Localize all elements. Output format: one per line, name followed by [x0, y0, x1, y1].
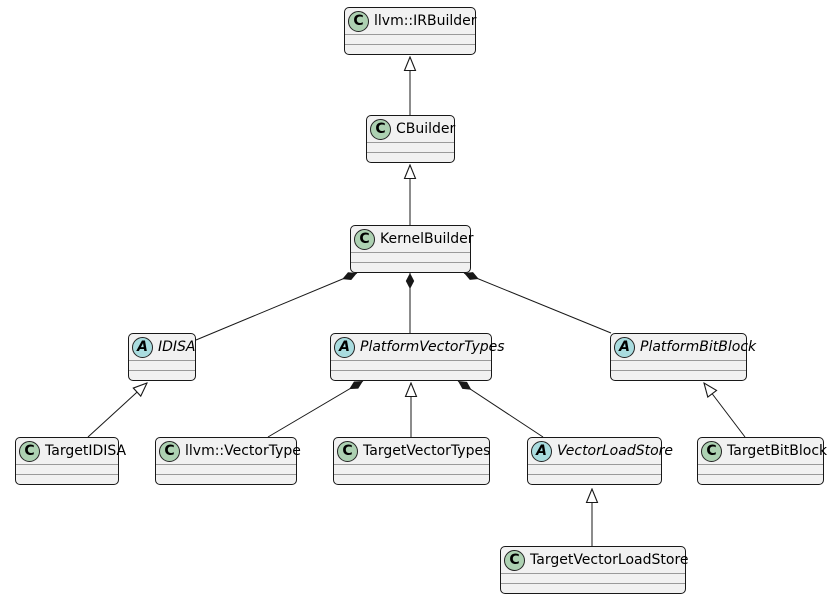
class-name-label: KernelBuilder — [380, 231, 474, 247]
methods-compartment — [156, 475, 296, 484]
class-node-title: C TargetVectorLoadStore — [501, 547, 689, 574]
edge-composition-kernelbuilder-to-idisa — [195, 272, 358, 341]
methods-compartment — [351, 263, 470, 272]
class-node-idisa: A IDISA — [128, 333, 196, 381]
methods-compartment — [16, 475, 118, 484]
fields-compartment — [129, 361, 195, 371]
fields-compartment — [611, 361, 746, 371]
abstract-stereotype-icon: A — [531, 440, 552, 462]
fields-compartment — [16, 465, 118, 475]
class-name-label: llvm::IRBuilder — [374, 13, 477, 29]
methods-compartment — [528, 475, 661, 484]
abstract-stereotype-icon: A — [334, 336, 355, 358]
edge-composition-platformvectortypes-to-llvm-vectortype — [267, 380, 364, 438]
class-name-label: IDISA — [158, 339, 196, 355]
edge-composition-platformvectortypes-to-vectorloadstore — [457, 380, 544, 438]
fields-compartment — [351, 253, 470, 263]
edge-inheritance-targetidisa-to-idisa — [87, 383, 147, 438]
edge-inheritance-targetbitblock-to-platformbitblock — [704, 383, 746, 438]
fields-compartment — [501, 574, 685, 584]
fields-compartment — [331, 361, 491, 371]
methods-compartment — [334, 475, 489, 484]
class-name-label: TargetVectorLoadStore — [530, 552, 689, 568]
class-node-title: A PlatformBitBlock — [611, 334, 756, 361]
class-stereotype-icon: C — [159, 440, 180, 462]
class-stereotype-icon: C — [354, 228, 375, 250]
methods-compartment — [345, 45, 475, 54]
class-node-title: A IDISA — [129, 334, 196, 361]
methods-compartment — [611, 371, 746, 380]
class-node-cbuilder: C CBuilder — [366, 115, 455, 163]
class-stereotype-icon: C — [348, 10, 369, 32]
class-name-label: CBuilder — [396, 121, 456, 137]
class-name-label: PlatformBitBlock — [640, 339, 757, 355]
class-name-label: VectorLoadStore — [557, 443, 674, 459]
class-node-title: A VectorLoadStore — [528, 438, 673, 465]
methods-compartment — [367, 153, 454, 162]
class-node-kernelbuilder: C KernelBuilder — [350, 225, 474, 273]
class-name-label: TargetVectorTypes — [363, 443, 491, 459]
fields-compartment — [698, 465, 823, 475]
methods-compartment — [331, 371, 491, 380]
class-node-targetvectorloadstore: C TargetVectorLoadStore — [500, 546, 689, 594]
methods-compartment — [501, 584, 685, 593]
fields-compartment — [156, 465, 296, 475]
fields-compartment — [367, 143, 454, 153]
class-stereotype-icon: C — [370, 118, 391, 140]
class-node-vectorloadstore: A VectorLoadStore — [527, 437, 673, 485]
methods-compartment — [698, 475, 823, 484]
class-node-title: C CBuilder — [367, 116, 456, 143]
class-stereotype-icon: C — [19, 440, 40, 462]
abstract-stereotype-icon: A — [614, 336, 635, 358]
fields-compartment — [345, 35, 475, 45]
class-node-title: C TargetIDISA — [16, 438, 126, 465]
class-name-label: PlatformVectorTypes — [360, 339, 505, 355]
class-node-platformbitblock: A PlatformBitBlock — [610, 333, 756, 381]
fields-compartment — [334, 465, 489, 475]
abstract-stereotype-icon: A — [132, 336, 153, 358]
class-node-title: C TargetBitBlock — [698, 438, 827, 465]
class-node-targetvectortypes: C TargetVectorTypes — [333, 437, 490, 485]
class-node-targetbitblock: C TargetBitBlock — [697, 437, 827, 485]
class-stereotype-icon: C — [504, 549, 525, 571]
class-name-label: TargetIDISA — [45, 443, 127, 459]
class-stereotype-icon: C — [701, 440, 722, 462]
class-name-label: TargetBitBlock — [727, 443, 828, 459]
class-node-targetidisa: C TargetIDISA — [15, 437, 126, 485]
edge-composition-kernelbuilder-to-platformbitblock — [463, 272, 612, 334]
class-node-title: C TargetVectorTypes — [334, 438, 491, 465]
class-node-platformvectortypes: A PlatformVectorTypes — [330, 333, 505, 381]
class-node-title: C KernelBuilder — [351, 226, 474, 253]
class-name-label: llvm::VectorType — [185, 443, 301, 459]
methods-compartment — [129, 371, 195, 380]
class-stereotype-icon: C — [337, 440, 358, 462]
class-node-title: A PlatformVectorTypes — [331, 334, 505, 361]
fields-compartment — [528, 465, 661, 475]
